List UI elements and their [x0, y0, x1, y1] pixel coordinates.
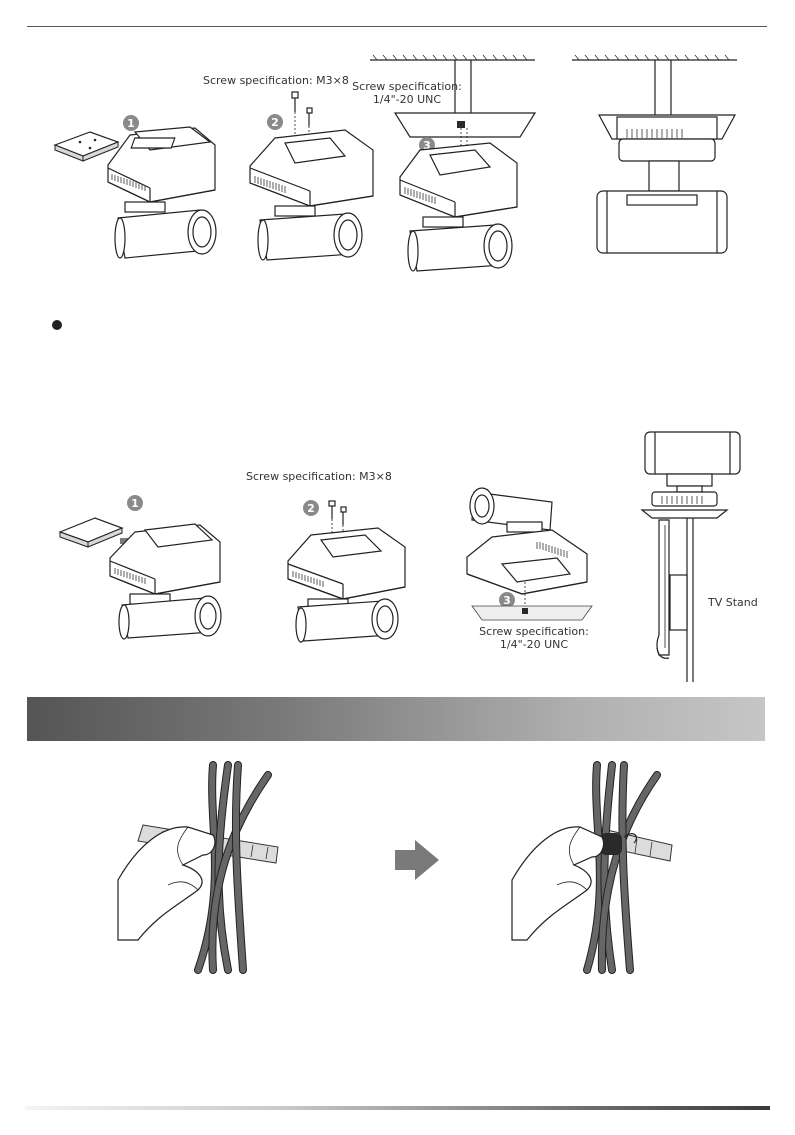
right-arrow-icon — [395, 840, 440, 880]
ceiling-step-3-illustration: 3 — [365, 55, 540, 280]
step-number: 2 — [307, 502, 315, 515]
screw-spec-m3-top: Screw specification: M3×8 — [203, 74, 349, 87]
stand-step-2-illustration: 2 — [283, 495, 423, 645]
ceiling-mounted-result — [567, 55, 742, 285]
cable-tie-before-illustration — [118, 765, 293, 970]
step-number: 1 — [131, 497, 139, 510]
cable-tie-after-illustration — [512, 765, 687, 970]
top-divider — [27, 26, 767, 27]
ceiling-step-2-illustration: 2 — [245, 88, 385, 273]
bottom-divider — [25, 1106, 770, 1110]
ceiling-step-1-illustration: 1 — [50, 110, 230, 270]
stand-step-3-illustration: 3 — [462, 482, 602, 627]
step-number: 2 — [271, 116, 279, 129]
step-number: 3 — [503, 594, 511, 607]
section-header-banner — [27, 697, 765, 741]
tv-stand-mounted-result — [637, 430, 752, 685]
stand-step-1-illustration: 1 — [60, 490, 240, 640]
screw-spec-m3-bottom: Screw specification: M3×8 — [246, 470, 392, 483]
screw-spec-unc-bottom-line2: 1/4"-20 UNC — [478, 638, 590, 651]
bullet-dot-icon — [52, 320, 62, 330]
screw-spec-unc-bottom: Screw specification: 1/4"-20 UNC — [478, 625, 590, 651]
step-number: 1 — [127, 117, 135, 130]
